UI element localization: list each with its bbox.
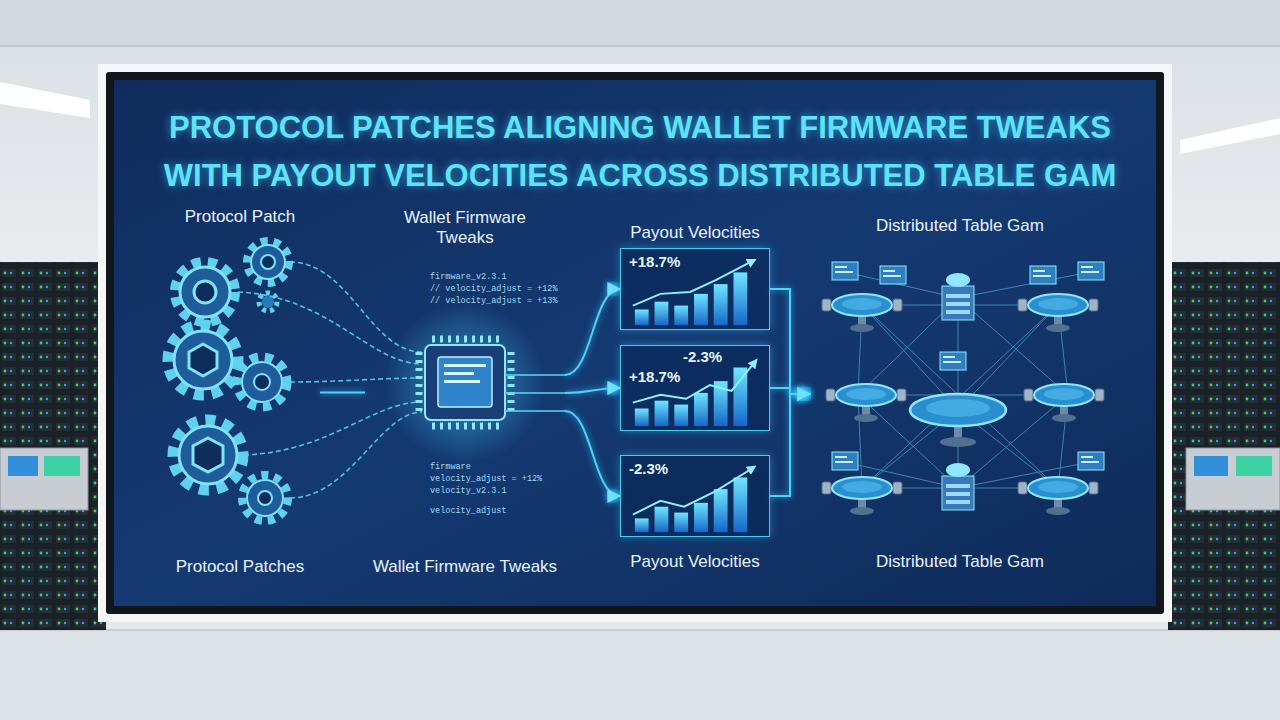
chart-panel: Payout Velocities +18.7%	[620, 222, 770, 330]
gear-group: Protocol PatchProtocol Patches	[160, 206, 320, 578]
chart-panel: -2.3% Payout Velocities	[620, 455, 770, 573]
percent-value: +18.7%	[629, 253, 680, 271]
column-label: Distributed Table Gam	[876, 215, 1044, 237]
percent-value: +18.7%	[629, 368, 680, 386]
chart-frame: +18.7%	[620, 248, 770, 330]
code-snippet: velocity_adjust = +12%	[430, 474, 542, 484]
column-label: Distributed Table Gam	[876, 551, 1044, 573]
column-label: Payout Velocities	[630, 551, 759, 573]
column-label: Wallet Firmware Tweaks	[373, 556, 557, 578]
code-snippet: firmware_v2.3.1	[430, 272, 507, 282]
code-snippet: velocity_v2.3.1	[430, 486, 507, 496]
column-label: Wallet Firmware Tweaks	[390, 208, 540, 248]
code-snippet: velocity_adjust	[430, 506, 507, 516]
firmware-chip: Wallet Firmware TweaksWallet Firmware Tw…	[365, 208, 565, 578]
percent-value: -2.3%	[683, 348, 722, 366]
flow-connector	[770, 289, 810, 394]
chart-panel: -2.3%+18.7%	[620, 345, 770, 431]
percent-value: -2.3%	[629, 460, 668, 478]
column-label: Protocol Patch	[185, 206, 296, 228]
code-snippet: firmware	[430, 462, 471, 472]
column-label: Payout Velocities	[630, 222, 759, 244]
flow-connector	[565, 388, 620, 393]
flow-connector	[770, 394, 810, 496]
column-label: Protocol Patches	[176, 556, 305, 578]
chart-frame: -2.3%	[620, 455, 770, 537]
flow-connector	[565, 289, 620, 375]
diagram-title: PROTOCOL PATCHES ALIGNING WALLET FIRMWAR…	[130, 104, 1150, 200]
table-network: Distributed Table GamDistributed Table G…	[810, 215, 1110, 573]
flow-connector	[565, 411, 620, 496]
chart-frame: -2.3%+18.7%	[620, 345, 770, 431]
code-snippet: // velocity_adjust = +12%	[430, 284, 558, 294]
code-snippet: // velocity_adjust = +13%	[430, 296, 558, 306]
flow-connector	[320, 392, 365, 394]
